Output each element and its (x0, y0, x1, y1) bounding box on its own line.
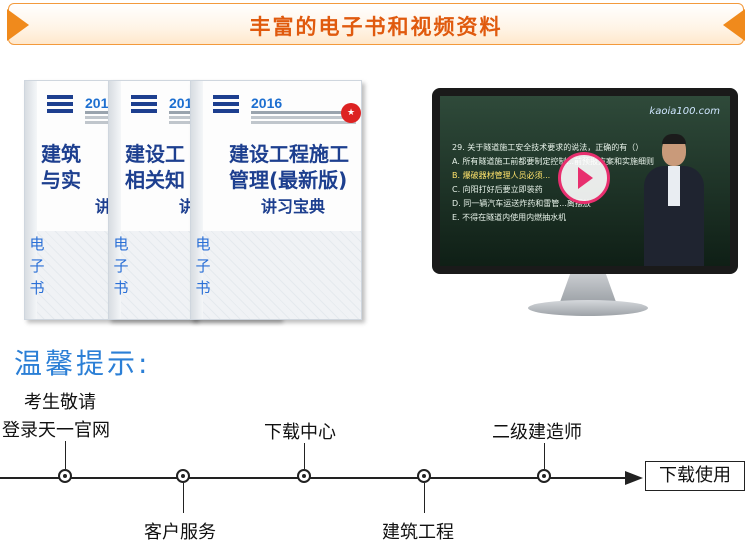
tips-title: 温馨提示: (14, 347, 151, 380)
book-subheading-lines (251, 111, 356, 114)
banner-right-arrow-icon (723, 9, 745, 41)
question-line: B. 爆破器材管理人员必须... (452, 171, 551, 180)
connector-line (544, 443, 545, 469)
video-brand: kaoia100.com (649, 106, 720, 117)
question-line: C. 向阳打好后要立即装药 (452, 185, 543, 194)
connector-line (304, 443, 305, 469)
book-year: 2016 (251, 95, 283, 111)
book-spine (191, 81, 203, 319)
blueprint-illustration (203, 231, 361, 319)
book-subtitle: 讲 (95, 197, 112, 216)
banner-title: 丰富的电子书和视频资料 (249, 15, 503, 39)
timeline-node-1 (58, 469, 72, 483)
step-label-1a: 考生敬请 (24, 392, 96, 413)
question-line: D. 同一辆汽车运送炸药和雷管...离摆放 (452, 199, 591, 208)
book-title: 建设工程施工 管理(最新版) (229, 142, 349, 192)
ebook-label: 电子书 (29, 235, 45, 297)
step-label-3: 下载中心 (264, 422, 336, 443)
presenter-figure (640, 134, 710, 266)
step-label-1b: 登录天一官网 (2, 420, 110, 441)
timeline-node-2 (176, 469, 190, 483)
timeline-node-3 (297, 469, 311, 483)
banner-left-arrow-icon (7, 9, 29, 41)
play-icon[interactable] (558, 152, 610, 204)
connector-line (424, 483, 425, 513)
ebook-label: 电子书 (113, 235, 129, 297)
question-line: A. 所有隧道施工前都要制定控制...前预报方案和实施细则 (452, 157, 655, 166)
book-spine (25, 81, 37, 319)
download-use-box[interactable]: 下载使用 (645, 461, 745, 491)
book-title: 建筑 与实 (41, 142, 81, 192)
timeline-arrow-icon (625, 471, 643, 485)
publisher-logo-icon (131, 95, 157, 117)
publisher-logo-icon (47, 95, 73, 117)
timeline-node-5 (537, 469, 551, 483)
ebook-label: 电子书 (195, 235, 211, 297)
timeline-node-4 (417, 469, 431, 483)
book-subtitle: 讲习宝典 (261, 197, 326, 216)
connector-line (183, 483, 184, 513)
ebook-cover-3[interactable]: 2016 ★ 建设工程施工 管理(最新版) 讲习宝典 电子书 (190, 80, 362, 320)
step-label-4: 建筑工程 (382, 522, 454, 543)
banner: 丰富的电子书和视频资料 (7, 3, 745, 45)
question-line: E. 不得在隧道内使用内燃抽水机 (452, 213, 567, 222)
book-spine (109, 81, 121, 319)
connector-line (65, 441, 66, 469)
step-label-5: 二级建造师 (492, 422, 582, 443)
monitor-base (528, 300, 648, 316)
video-monitor: kaoia100.com 29. 关于隧道施工安全技术要求的说法，正确的有（） … (432, 88, 738, 274)
monitor-stand (560, 274, 616, 302)
step-label-2: 客户服务 (144, 522, 216, 543)
question-line: 29. 关于隧道施工安全技术要求的说法，正确的有（） (452, 143, 644, 152)
book-title: 建设工 相关知 (125, 142, 185, 192)
timeline-line (0, 477, 627, 479)
video-screen[interactable]: kaoia100.com 29. 关于隧道施工安全技术要求的说法，正确的有（） … (440, 96, 730, 266)
new-edition-stamp-icon: ★ (341, 103, 361, 123)
publisher-logo-icon (213, 95, 239, 117)
